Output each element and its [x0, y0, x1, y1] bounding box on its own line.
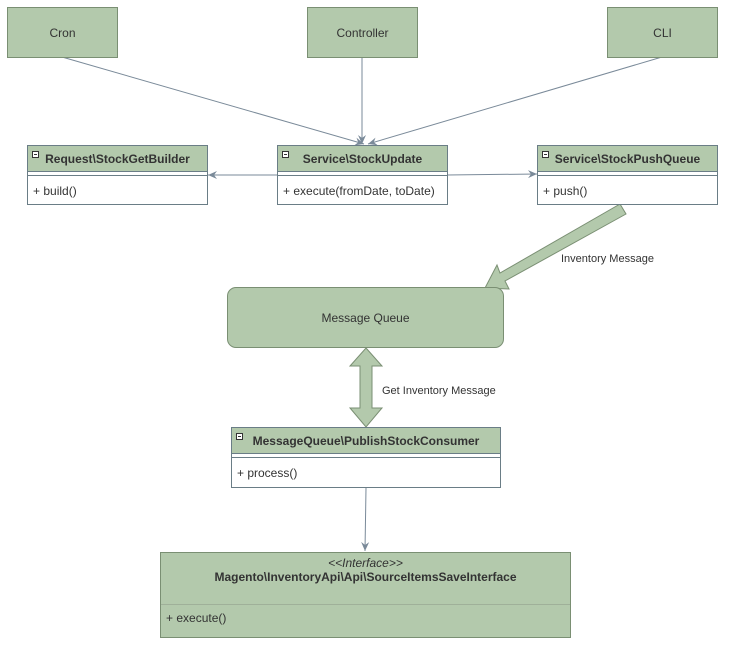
collapse-icon[interactable]: [32, 151, 39, 158]
interface-stereotype: <<Interface>>: [328, 556, 403, 570]
edge-label-get-inventory-message: Get Inventory Message: [382, 385, 496, 397]
class-header: MessageQueue\PublishStockConsumer: [232, 428, 500, 454]
interface-divider: [161, 604, 570, 605]
class-name: MessageQueue\PublishStockConsumer: [252, 433, 480, 448]
edge-cli-to-stockupdate: [367, 56, 663, 146]
class-name: Service\StockPushQueue: [554, 151, 701, 166]
interface-header: <<Interface>> Magento\InventoryApi\Api\S…: [161, 553, 570, 584]
class-method: + build(): [33, 184, 77, 198]
edge-messagequeue-consumer-bidirectional: [348, 347, 384, 428]
class-name: Service\StockUpdate: [302, 151, 423, 166]
class-service-stockupdate[interactable]: Service\StockUpdate + execute(fromDate, …: [277, 145, 448, 205]
edge-label-inventory-message: Inventory Message: [561, 253, 654, 265]
class-name: Request\StockGetBuilder: [45, 151, 190, 166]
actor-cli-label: CLI: [653, 25, 672, 40]
interface-method: + execute(): [166, 611, 227, 625]
edge-consumer-to-interface: [361, 487, 370, 552]
interface-name: Magento\InventoryApi\Api\SourceItemsSave…: [214, 570, 517, 584]
actor-cron-label: Cron: [49, 25, 76, 40]
class-header: Service\StockUpdate: [278, 146, 447, 172]
class-divider: [278, 172, 447, 176]
class-divider: [28, 172, 207, 176]
collapse-icon[interactable]: [282, 151, 289, 158]
collapse-icon[interactable]: [236, 433, 243, 440]
class-messagequeue-publishstockconsumer[interactable]: MessageQueue\PublishStockConsumer + proc…: [231, 427, 501, 488]
edge-cron-to-stockupdate: [61, 56, 365, 146]
class-divider: [232, 454, 500, 458]
edge-stockupdate-to-pushqueue: [446, 170, 538, 179]
class-request-stockgetbuilder[interactable]: Request\StockGetBuilder + build(): [27, 145, 208, 205]
actor-cli[interactable]: CLI: [607, 7, 718, 58]
class-method: + push(): [543, 184, 588, 198]
class-header: Service\StockPushQueue: [538, 146, 717, 172]
class-method: + process(): [237, 466, 298, 480]
class-header: Request\StockGetBuilder: [28, 146, 207, 172]
collapse-icon[interactable]: [542, 151, 549, 158]
class-method: + execute(fromDate, toDate): [283, 184, 435, 198]
class-service-stockpushqueue[interactable]: Service\StockPushQueue + push(): [537, 145, 718, 205]
actor-controller[interactable]: Controller: [307, 7, 418, 58]
message-queue[interactable]: Message Queue: [227, 287, 504, 348]
actor-controller-label: Controller: [336, 25, 389, 40]
actor-cron[interactable]: Cron: [7, 7, 118, 58]
message-queue-label: Message Queue: [321, 310, 410, 325]
interface-sourceitemssaveinterface[interactable]: <<Interface>> Magento\InventoryApi\Api\S…: [160, 552, 571, 638]
class-divider: [538, 172, 717, 176]
edge-pushqueue-to-messagequeue: [484, 203, 627, 290]
